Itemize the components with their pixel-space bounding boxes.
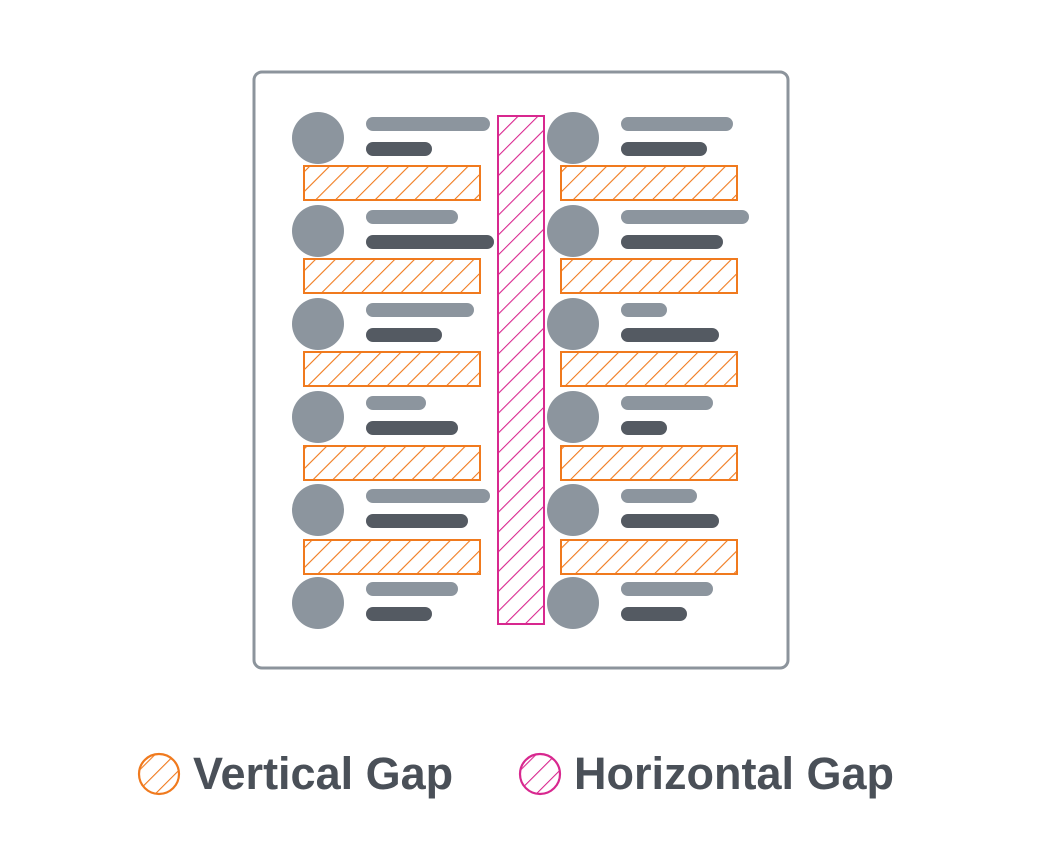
text-line-secondary	[621, 421, 667, 435]
text-line-secondary	[621, 607, 687, 621]
text-line-secondary	[621, 235, 723, 249]
horizontal-gap-swatch-icon	[518, 752, 562, 796]
text-line-secondary	[366, 142, 432, 156]
vertical-gap-bar	[303, 165, 481, 201]
vertical-gap-bar	[303, 445, 481, 481]
avatar-placeholder	[547, 391, 599, 443]
grid-item	[547, 484, 719, 536]
avatar-placeholder	[292, 112, 344, 164]
grid-item	[547, 112, 733, 164]
text-line-primary	[621, 489, 697, 503]
legend-vertical-gap: Vertical Gap	[137, 744, 453, 804]
text-line-primary	[366, 303, 474, 317]
vertical-gap-label: Vertical Gap	[193, 748, 454, 799]
grid-items	[292, 112, 749, 629]
avatar-placeholder	[547, 577, 599, 629]
avatar-placeholder	[547, 112, 599, 164]
avatar-placeholder	[292, 298, 344, 350]
grid-item	[292, 577, 458, 629]
vertical-gap-bar	[303, 258, 481, 294]
avatar-placeholder	[292, 484, 344, 536]
grid-item	[292, 205, 494, 257]
text-line-primary	[621, 396, 713, 410]
grid-item	[292, 484, 490, 536]
grid-item	[292, 298, 474, 350]
text-line-primary	[621, 117, 733, 131]
grid-item	[547, 205, 749, 257]
grid-item	[292, 391, 458, 443]
text-line-primary	[366, 489, 490, 503]
horizontal-gaps	[497, 115, 545, 625]
avatar-placeholder	[292, 205, 344, 257]
text-line-secondary	[366, 514, 468, 528]
horizontal-gap-label: Horizontal Gap	[574, 748, 895, 799]
avatar-placeholder	[547, 484, 599, 536]
vertical-gap-bar	[560, 258, 738, 294]
text-line-primary	[366, 582, 458, 596]
text-line-secondary	[621, 514, 719, 528]
avatar-placeholder	[547, 205, 599, 257]
legend-horizontal-gap: Horizontal Gap	[518, 744, 894, 804]
grid-item	[547, 298, 719, 350]
avatar-placeholder	[547, 298, 599, 350]
text-line-primary	[366, 210, 458, 224]
grid-item	[547, 391, 713, 443]
text-line-secondary	[366, 421, 458, 435]
grid-item	[292, 112, 490, 164]
text-line-secondary	[366, 235, 494, 249]
vertical-gap-bar	[560, 445, 738, 481]
text-line-primary	[621, 210, 749, 224]
text-line-primary	[621, 582, 713, 596]
text-line-primary	[366, 117, 490, 131]
vertical-gap-swatch-icon	[137, 752, 181, 796]
vertical-gap-bar	[303, 351, 481, 387]
avatar-placeholder	[292, 391, 344, 443]
vertical-gap-bar	[560, 165, 738, 201]
horizontal-gap-bar	[497, 115, 545, 625]
avatar-placeholder	[292, 577, 344, 629]
vertical-gap-bar	[303, 539, 481, 575]
grid-item	[547, 577, 713, 629]
text-line-primary	[366, 396, 426, 410]
vertical-gap-bar	[560, 539, 738, 575]
vertical-gaps	[303, 165, 738, 575]
text-line-secondary	[366, 328, 442, 342]
text-line-secondary	[621, 328, 719, 342]
text-line-secondary	[366, 607, 432, 621]
vertical-gap-bar	[560, 351, 738, 387]
text-line-primary	[621, 303, 667, 317]
text-line-secondary	[621, 142, 707, 156]
